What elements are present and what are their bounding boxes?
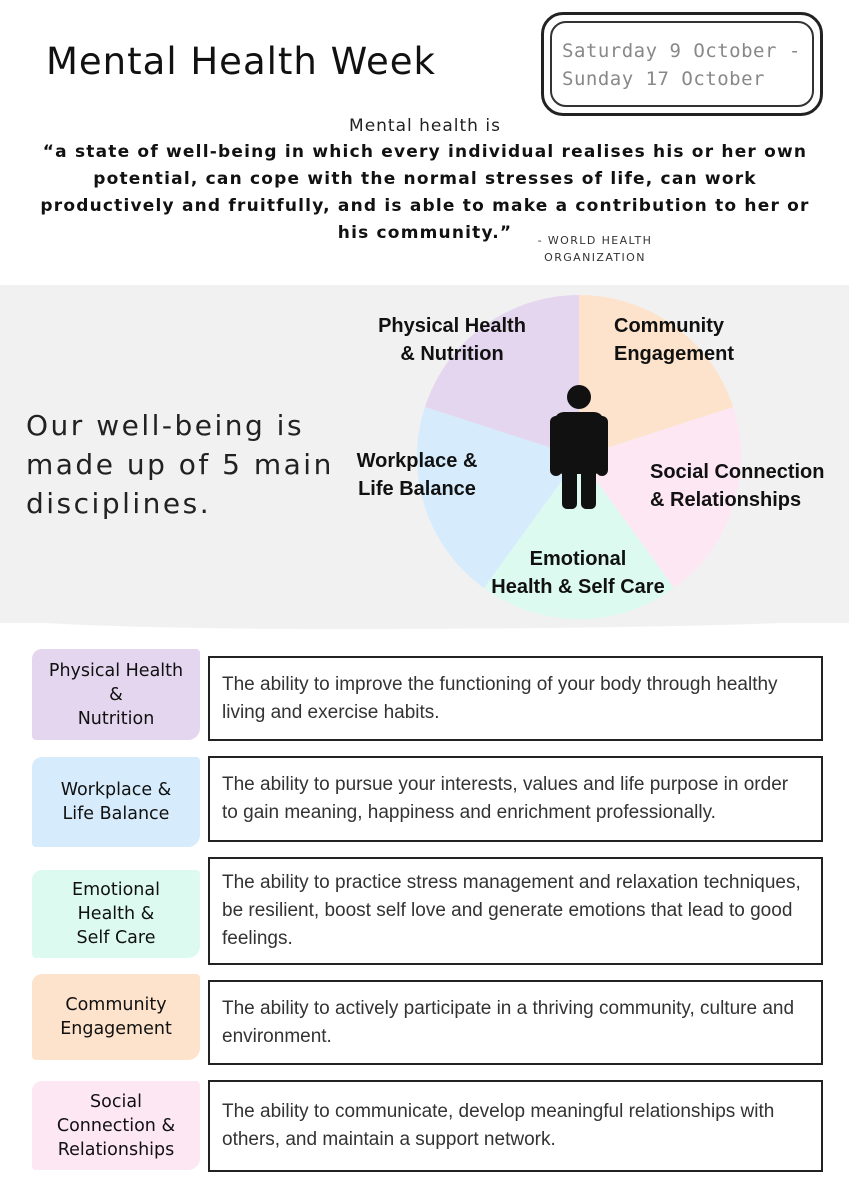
wheel-label-physical-health: Physical Health & Nutrition	[378, 315, 526, 365]
discipline-description-physical: The ability to improve the functioning o…	[208, 656, 823, 741]
date-badge: Saturday 9 October - Sunday 17 October	[541, 12, 823, 116]
wheel-slice-workplace	[417, 406, 579, 589]
wheel-label-community: Community Engagement	[614, 315, 735, 365]
discipline-description-social: The ability to communicate, develop mean…	[208, 1080, 823, 1172]
page-title: Mental Health Week	[46, 40, 436, 83]
wellbeing-wheel	[417, 295, 741, 619]
definition-section: Mental health is “a state of well-being …	[30, 116, 820, 247]
wheel-label-workplace: Workplace & Life Balance	[356, 450, 478, 500]
person-icon	[550, 385, 608, 509]
discipline-tag-physical: Physical Health & Nutrition	[32, 649, 200, 740]
attribution-line: - WORLD HEALTH	[537, 234, 653, 247]
wellbeing-statement: Our well-being is made up of 5 main disc…	[26, 409, 334, 520]
wheel-slice-emotional	[483, 457, 675, 619]
date-start: Saturday 9 October -	[562, 40, 801, 62]
wheel-slice-physical-health	[424, 295, 579, 457]
discipline-tag-emotional: Emotional Health & Self Care	[32, 870, 200, 958]
discipline-description-community: The ability to actively participate in a…	[208, 980, 823, 1065]
wheel-label-social: Social Connection & Relationships	[650, 461, 825, 511]
discipline-tag-social: Social Connection & Relationships	[32, 1081, 200, 1170]
wheel-label-emotional: Emotional Health & Self Care	[491, 548, 665, 598]
discipline-tag-community: Community Engagement	[32, 974, 200, 1060]
wheel-slice-community	[579, 295, 734, 457]
quote-attribution: - WORLD HEALTH ORGANIZATION	[520, 232, 670, 266]
discipline-description-workplace: The ability to pursue your interests, va…	[208, 756, 823, 842]
date-end: Sunday 17 October	[562, 68, 765, 90]
wheel-slice-social	[579, 406, 741, 589]
discipline-tag-workplace: Workplace & Life Balance	[32, 757, 200, 847]
date-range: Saturday 9 October - Sunday 17 October	[562, 37, 801, 93]
definition-quote: “a state of well-being in which every in…	[40, 142, 810, 243]
attribution-line: ORGANIZATION	[544, 251, 646, 264]
definition-lead: Mental health is	[349, 116, 501, 136]
discipline-description-emotional: The ability to practice stress managemen…	[208, 857, 823, 965]
